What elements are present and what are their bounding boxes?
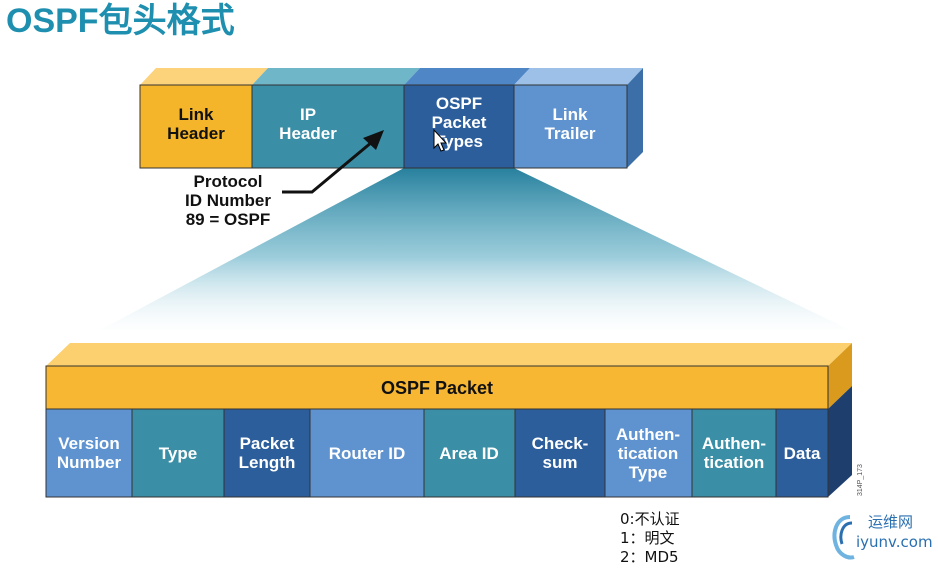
ip-header-segment bbox=[251, 84, 405, 169]
page-title: OSPF包头格式 bbox=[6, 2, 235, 40]
field-authentication-label-2: tication bbox=[704, 453, 764, 472]
field-checksum bbox=[514, 408, 606, 498]
field-packet-length-label-1: Packet bbox=[240, 434, 295, 453]
protocol-note-line-1: Protocol bbox=[194, 172, 263, 191]
watermark-text-cn: 运维网 bbox=[868, 513, 914, 531]
field-data bbox=[775, 408, 829, 498]
link-header-label-2: Header bbox=[167, 124, 225, 143]
watermark-logo-icon bbox=[832, 515, 855, 560]
field-authentication-type-label-2: tication bbox=[618, 444, 678, 463]
field-type-label: Type bbox=[159, 444, 197, 463]
link-trailer-label-1: Link bbox=[553, 105, 588, 124]
protocol-arrow bbox=[282, 130, 384, 194]
auth-type-note-2: 2：MD5 bbox=[620, 548, 679, 566]
field-area-id bbox=[423, 408, 516, 498]
auth-type-note-1: 1：明文 bbox=[620, 529, 675, 547]
ospf-packet-label: OSPF Packet bbox=[381, 378, 493, 398]
link-trailer-label-2: Trailer bbox=[544, 124, 595, 143]
field-router-id-label: Router ID bbox=[329, 444, 406, 463]
field-checksum-label-2: sum bbox=[543, 453, 578, 472]
field-router-id bbox=[309, 408, 425, 498]
field-authentication-type-label-1: Authen- bbox=[616, 425, 680, 444]
ospf-packet-block: OSPF Packet Version Number Type Packet L… bbox=[45, 343, 864, 498]
field-packet-length bbox=[223, 408, 311, 498]
field-version-number bbox=[45, 408, 133, 498]
field-type bbox=[131, 408, 225, 498]
auth-type-note-0: 0:不认证 bbox=[620, 510, 680, 528]
ip-header-label-2: Header bbox=[279, 124, 337, 143]
field-packet-length-label-2: Length bbox=[239, 453, 296, 472]
ospf-types-label-2: Packet bbox=[432, 113, 487, 132]
field-authentication-label-1: Authen- bbox=[702, 434, 766, 453]
ospf-packet-types-segment bbox=[403, 84, 515, 169]
field-authentication-type-label-3: Type bbox=[629, 463, 667, 482]
field-authentication-type bbox=[604, 408, 693, 498]
field-version-number-label-1: Version bbox=[58, 434, 119, 453]
ospf-packet-bar bbox=[45, 365, 829, 410]
figure-code: 314P_173 bbox=[857, 464, 864, 496]
ospf-types-label-1: OSPF bbox=[436, 94, 482, 113]
field-area-id-label: Area ID bbox=[439, 444, 499, 463]
watermark-text-en: iyunv.com bbox=[856, 533, 933, 551]
ip-header-label-1: IP bbox=[300, 105, 316, 124]
watermark: 运维网 iyunv.com bbox=[830, 511, 933, 563]
link-trailer-segment bbox=[513, 84, 628, 169]
link-header-segment bbox=[139, 84, 253, 169]
link-header-label-1: Link bbox=[179, 105, 214, 124]
field-authentication bbox=[691, 408, 777, 498]
protocol-note-line-2: ID Number bbox=[185, 191, 271, 210]
ospf-types-label-3: Types bbox=[435, 132, 483, 151]
field-version-number-label-2: Number bbox=[57, 453, 122, 472]
top-frame: Link Header IP Header OSPF Packet Types … bbox=[139, 68, 643, 169]
protocol-note-line-3: 89 = OSPF bbox=[186, 210, 271, 229]
field-data-label: Data bbox=[784, 444, 821, 463]
expansion-funnel bbox=[100, 168, 850, 330]
mouse-cursor-icon bbox=[433, 128, 448, 152]
field-checksum-label-1: Check- bbox=[532, 434, 589, 453]
